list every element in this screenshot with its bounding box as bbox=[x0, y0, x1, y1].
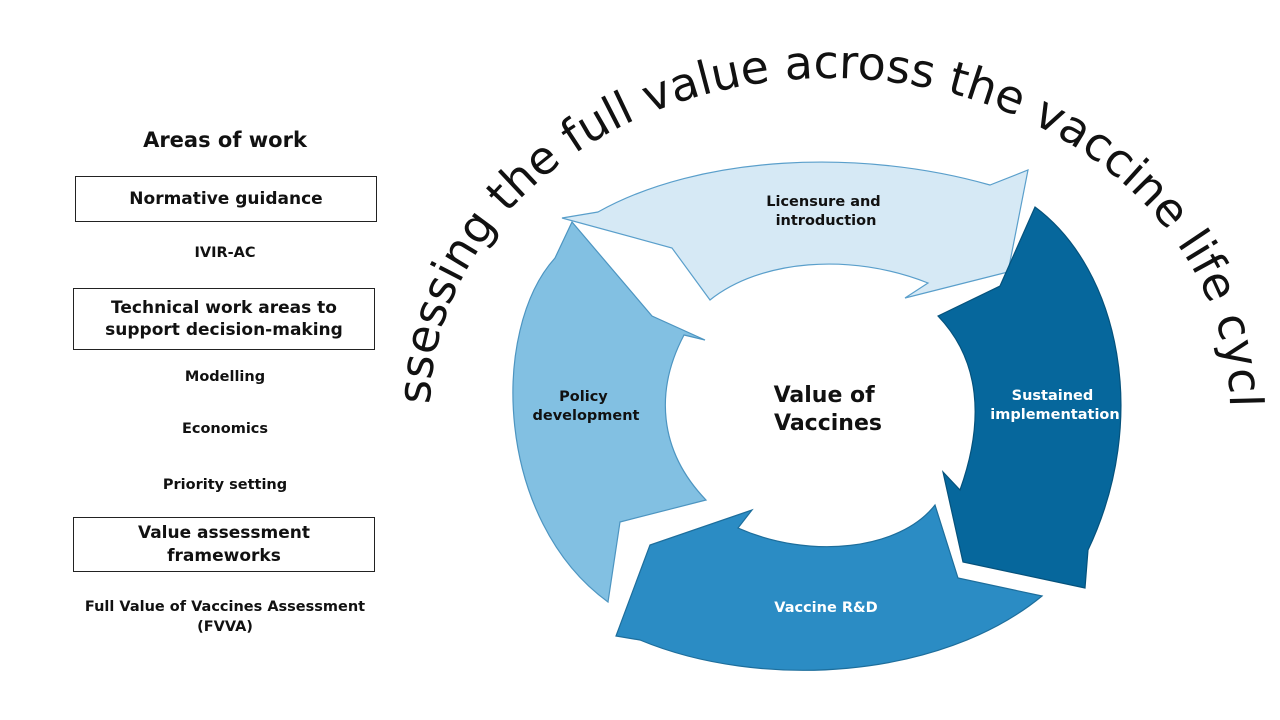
modelling-item: Modelling bbox=[184, 369, 266, 385]
policy-label-line-2: development bbox=[532, 408, 639, 424]
sustained-label-line-2: implementation bbox=[990, 407, 1119, 423]
areas-of-work-heading: Areas of work bbox=[143, 128, 307, 152]
normative-guidance-box: Normative guidance bbox=[75, 176, 377, 222]
licensure-label: Licensure and introduction bbox=[766, 194, 886, 229]
priority-setting-item: Priority setting bbox=[162, 477, 288, 493]
licensure-label-line-2: introduction bbox=[776, 213, 877, 229]
policy-development-segment bbox=[512, 220, 708, 604]
value-assessment-frameworks-box: Value assessment frameworks bbox=[73, 517, 375, 572]
technical-work-areas-box: Technical work areas to support decision… bbox=[73, 288, 375, 350]
licensure-label-line-1: Licensure and bbox=[766, 194, 880, 210]
economics-item: Economics bbox=[181, 421, 269, 437]
sustained-implementation-segment bbox=[936, 206, 1122, 589]
center-label-line-1: Value of bbox=[774, 383, 876, 408]
sustained-implementation-label: Sustained implementation bbox=[990, 388, 1119, 423]
center-label: Value of Vaccines bbox=[774, 383, 883, 436]
policy-label-line-1: Policy bbox=[559, 389, 608, 405]
center-label-line-2: Vaccines bbox=[774, 411, 882, 436]
policy-development-label: Policy development bbox=[532, 389, 639, 424]
fvva-item: Full Value of Vaccines Assessment (FVVA) bbox=[84, 599, 366, 635]
licensure-segment bbox=[561, 161, 1029, 301]
ivir-ac-item: IVIR-AC bbox=[194, 245, 256, 261]
sustained-label-line-1: Sustained bbox=[1012, 388, 1094, 404]
vaccine-rd-segment bbox=[615, 503, 1044, 671]
vaccine-rd-label: Vaccine R&D bbox=[774, 600, 877, 616]
